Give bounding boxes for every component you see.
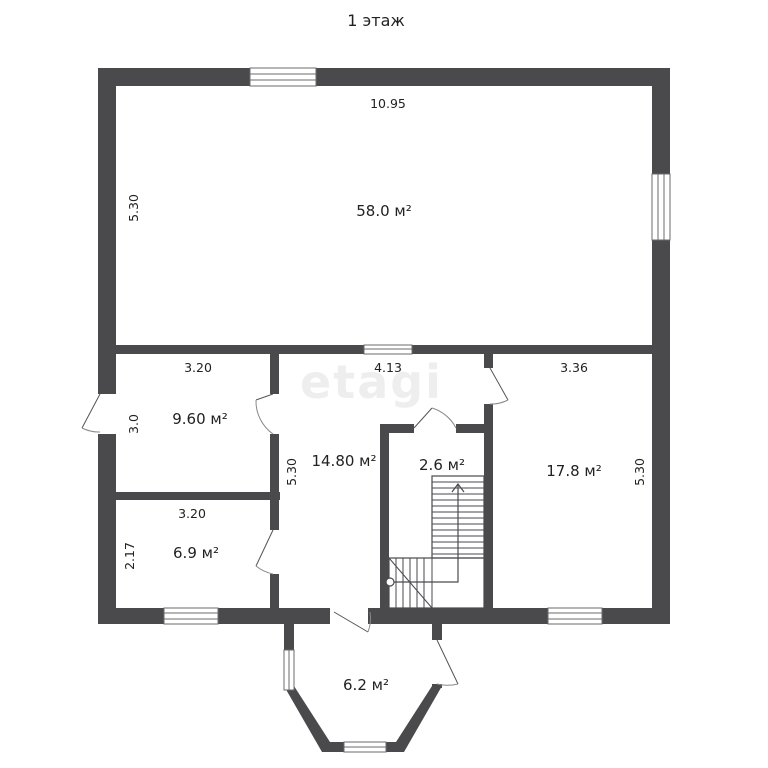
dim-living-top: 10.95 — [370, 96, 406, 111]
dim-living-left: 5.30 — [126, 194, 141, 222]
wall-right-room-2 — [484, 404, 493, 608]
door-right-room — [489, 367, 509, 405]
wall-hall-left-3 — [270, 574, 279, 608]
dim-hall-top: 4.13 — [374, 360, 402, 375]
wall-stair-top-right — [456, 424, 493, 433]
dim-right-room-top: 3.36 — [560, 360, 588, 375]
window-porch-bottom — [343, 741, 387, 753]
staircase — [385, 475, 485, 609]
door-small-room — [255, 529, 274, 575]
wall-right-room-1 — [484, 354, 493, 368]
windows — [163, 67, 671, 753]
wall-hall-left-2 — [270, 434, 279, 530]
wall-porch-diag-left — [284, 686, 330, 752]
window-bottom-right — [547, 607, 603, 625]
dim-right-room-right: 5.30 — [632, 458, 647, 486]
door-bedroom — [255, 393, 274, 435]
wall-living-bottom-left — [116, 345, 364, 354]
wall-top — [98, 68, 670, 86]
room-labels: 58.0 м² 10.95 5.30 9.60 м² 3.20 3.0 6.9 … — [122, 96, 647, 694]
watermark-logo: etagi — [300, 355, 443, 409]
window-bottom-left — [163, 607, 219, 625]
wall-hall-left-1 — [270, 354, 279, 394]
area-stair-room: 2.6 м² — [419, 456, 465, 474]
wall-right — [652, 68, 670, 624]
area-hall: 14.80 м² — [311, 452, 376, 470]
door-porch-exterior — [436, 639, 459, 686]
wall-porch-diag-right — [396, 686, 442, 752]
window-living-hall — [363, 344, 413, 355]
window-right — [651, 173, 671, 241]
door-exterior-left — [81, 393, 116, 434]
area-bedroom: 9.60 м² — [172, 410, 228, 428]
area-small-room: 6.9 м² — [173, 544, 219, 562]
wall-bedroom-bottom — [116, 492, 280, 500]
floor-title: 1 этаж — [347, 11, 405, 30]
dim-bedroom-top: 3.20 — [184, 360, 212, 375]
wall-living-bottom-right — [412, 345, 652, 354]
wall-stair-left — [380, 424, 389, 608]
window-porch-left — [283, 649, 295, 691]
wall-porch-right-stub — [432, 624, 442, 640]
wall-bottom — [98, 608, 670, 624]
door-porch-entry — [330, 606, 372, 633]
dim-small-room-top: 3.20 — [178, 506, 206, 521]
window-top — [249, 67, 317, 87]
dim-bedroom-left: 3.0 — [126, 414, 141, 434]
doors — [81, 367, 509, 686]
dim-small-room-left: 2.17 — [122, 542, 137, 570]
door-stair-room — [413, 407, 457, 429]
area-right-room: 17.8 м² — [546, 462, 602, 480]
area-living: 58.0 м² — [356, 202, 412, 220]
dim-hall-left: 5.30 — [284, 458, 299, 486]
area-porch: 6.2 м² — [343, 676, 389, 694]
wall-stair-top-left — [380, 424, 414, 433]
wall-left — [98, 68, 116, 624]
